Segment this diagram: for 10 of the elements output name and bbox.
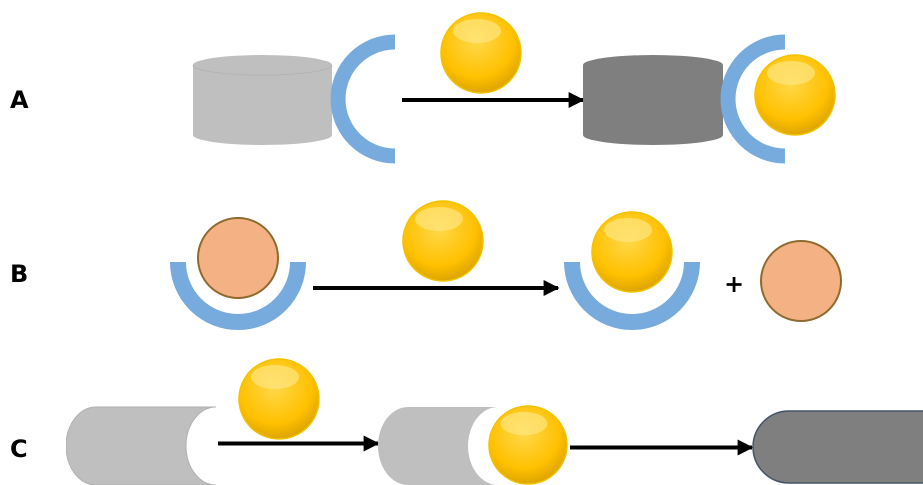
cylinder-drawing xyxy=(752,410,923,485)
arrow xyxy=(402,92,585,108)
row-letter: A xyxy=(10,88,29,112)
arrow xyxy=(570,440,754,456)
arrow xyxy=(313,280,560,296)
arrow xyxy=(218,436,380,452)
ball-icon xyxy=(758,238,844,324)
row-letter: B xyxy=(10,262,28,286)
row-letter: C xyxy=(10,437,28,461)
plus-sign: + xyxy=(724,272,744,296)
